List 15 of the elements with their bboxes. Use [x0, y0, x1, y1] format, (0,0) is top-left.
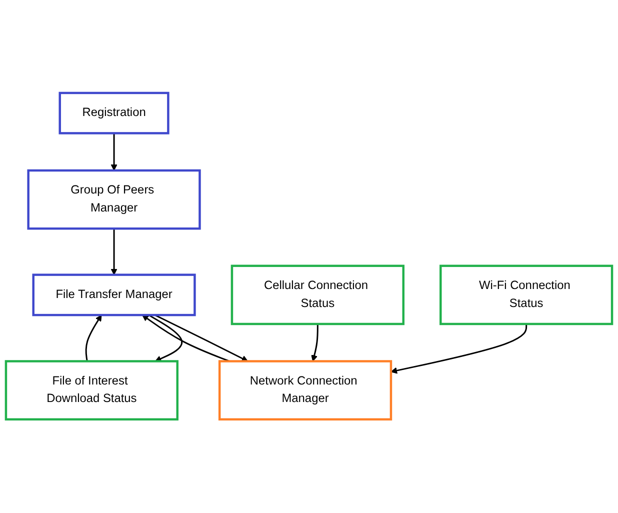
arrow — [148, 314, 183, 362]
node-box: Wi-Fi Connection Status — [440, 265, 614, 326]
arrow — [390, 324, 528, 374]
node-box: Cellular Connection Status — [230, 265, 404, 326]
arrow — [142, 315, 230, 362]
node-box: Group Of Peers Manager — [27, 170, 201, 230]
arrow — [311, 324, 318, 362]
arrow — [85, 315, 102, 362]
arrow — [110, 228, 118, 276]
node-box: Network Connection Manager — [218, 360, 392, 421]
arrow — [154, 314, 248, 362]
node-box: Registration — [58, 92, 170, 135]
node-box: File Transfer Manager — [32, 274, 196, 316]
arrow — [110, 134, 118, 172]
node-box: File of Interest Download Status — [4, 360, 178, 421]
